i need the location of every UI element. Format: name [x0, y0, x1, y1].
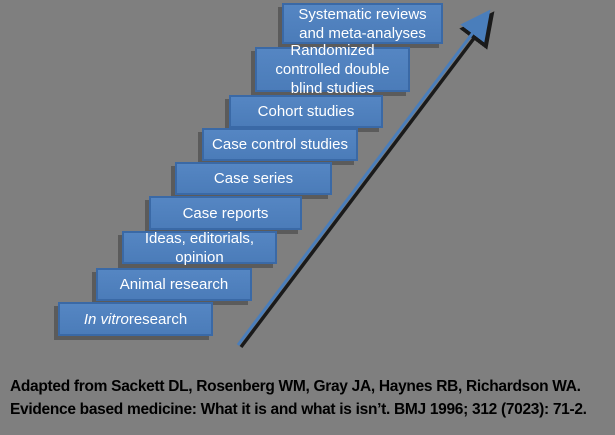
caption-line-1: Adapted from Sackett DL, Rosenberg WM, G…: [10, 378, 581, 395]
in-vitro-label-rest: research: [128, 310, 188, 328]
step-case-control-studies: Case control studies: [202, 128, 358, 161]
caption-line-2: Evidence based medicine: What it is and …: [10, 401, 587, 418]
step-cohort-studies: Cohort studies: [229, 95, 383, 128]
step-randomized-controlled: Randomized controlled double blind studi…: [255, 42, 410, 97]
step-case-reports: Case reports: [149, 196, 302, 230]
step-case-series: Case series: [175, 162, 332, 195]
arrow-main-line: [236, 9, 491, 346]
in-vitro-label-italic: In vitro: [83, 310, 129, 328]
step-animal-research: Animal research: [96, 268, 252, 301]
step-in-vitro-research: In vitro research: [58, 302, 213, 336]
step-systematic-reviews: Systematic reviews and meta-analyses: [282, 3, 443, 44]
step-ideas-editorials-opinion: Ideas, editorials, opinion: [122, 230, 277, 266]
citation-caption: Adapted from Sackett DL, Rosenberg WM, G…: [10, 375, 610, 421]
arrow-shadow-line: [239, 11, 495, 349]
